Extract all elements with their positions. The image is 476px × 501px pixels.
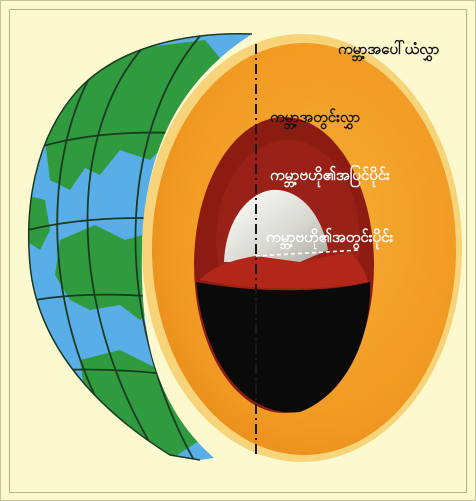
mantle-label: ကမ္ဘာ့အတွင်းလွှာ — [270, 108, 360, 126]
crust-label: ကမ္ဘာ့အပေါ်ယံလွှာ — [338, 40, 439, 58]
outer-core-label: ကမ္ဘာ့ဗဟို၏အပြင်ပိုင်း — [270, 166, 390, 184]
inner-core-label: ကမ္ဘာ့ဗဟို၏အတွင်းပိုင်း — [266, 228, 393, 246]
